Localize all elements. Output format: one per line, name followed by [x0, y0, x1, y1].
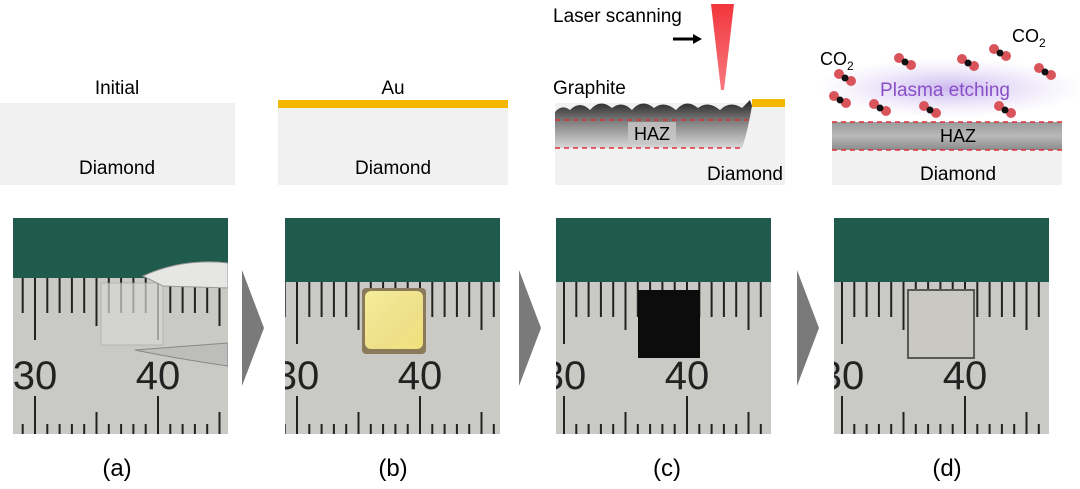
photo-c: 30 40: [542, 218, 771, 434]
ruler-number-40: 40: [943, 354, 988, 398]
ruler-number-30: 30: [820, 354, 865, 398]
etched-diamond-sample: [907, 289, 975, 359]
plasma-label: Plasma etching: [880, 80, 1010, 101]
schematic-d: HAZ Diamond Plasma etching CO2 CO2: [815, 26, 1080, 185]
gold-layer: [752, 99, 785, 107]
substrate-label: Diamond: [355, 158, 431, 179]
ruler-number-40: 40: [665, 354, 710, 398]
co2-molecules: [829, 44, 1056, 118]
panel-label-c: (c): [653, 455, 681, 482]
co2-label-right: CO2: [1012, 26, 1046, 50]
graphitized-sample: [638, 290, 700, 358]
haz-layer: [832, 122, 1062, 150]
schematic-a: Initial Diamond: [0, 78, 235, 185]
diamond-sample: [100, 282, 164, 346]
title-au: Au: [381, 78, 404, 99]
ruler-number-30: 30: [542, 354, 587, 398]
green-mat: [834, 218, 1049, 282]
green-mat: [556, 218, 771, 282]
diamond-substrate: [0, 103, 235, 185]
photo-a: 30 40: [13, 218, 228, 434]
substrate-label: Diamond: [79, 158, 155, 179]
substrate-label: Diamond: [707, 164, 783, 185]
ruler-number-30: 30: [275, 354, 320, 398]
co2-molecule-icon: [1034, 63, 1056, 80]
gold-coated-sample: [365, 291, 423, 349]
co2-molecule-icon: [894, 53, 916, 70]
plasma-glow: [815, 58, 1080, 118]
green-mat: [285, 218, 500, 282]
laser-label: Laser scanning: [553, 6, 682, 27]
co2-molecule-icon: [957, 54, 979, 71]
ruler-number-40: 40: [398, 354, 443, 398]
co2-molecule-icon: [829, 91, 851, 108]
panel-label-b: (b): [378, 455, 407, 482]
co2-molecule-icon: [834, 69, 856, 86]
step-arrow-icon: [242, 270, 264, 386]
panel-label-d: (d): [932, 455, 961, 482]
step-arrow-icon: [797, 270, 819, 386]
co2-molecule-icon: [994, 101, 1016, 118]
graphite-label: Graphite: [553, 78, 626, 99]
tweezers-top: [141, 261, 228, 289]
gold-layer: [278, 100, 508, 108]
co2-molecule-icon: [869, 99, 891, 116]
title-initial: Initial: [95, 78, 139, 99]
ruler-number-30: 30: [13, 354, 58, 398]
haz-label: HAZ: [634, 124, 670, 144]
substrate-label: Diamond: [920, 164, 996, 185]
haz-label: HAZ: [940, 126, 976, 146]
co2-molecule-icon: [919, 101, 941, 118]
step-arrow-icon: [519, 270, 541, 386]
schematic-b: Au Diamond: [278, 78, 508, 185]
photo-b: 30 40: [275, 218, 500, 434]
tweezers-bottom: [134, 342, 228, 367]
ruler-number-40: 40: [136, 354, 181, 398]
co2-molecule-icon: [989, 44, 1011, 61]
schematic-c: HAZ Graphite Diamond Laser scanning: [553, 4, 785, 185]
co2-label-left: CO2: [820, 49, 854, 73]
diamond-substrate: [278, 103, 508, 185]
panel-label-a: (a): [102, 455, 131, 482]
photo-d: 30 40: [820, 218, 1049, 434]
laser-beam-icon: [711, 4, 734, 90]
photos: 30 40 30 40 30 40 30 40: [13, 218, 1049, 434]
